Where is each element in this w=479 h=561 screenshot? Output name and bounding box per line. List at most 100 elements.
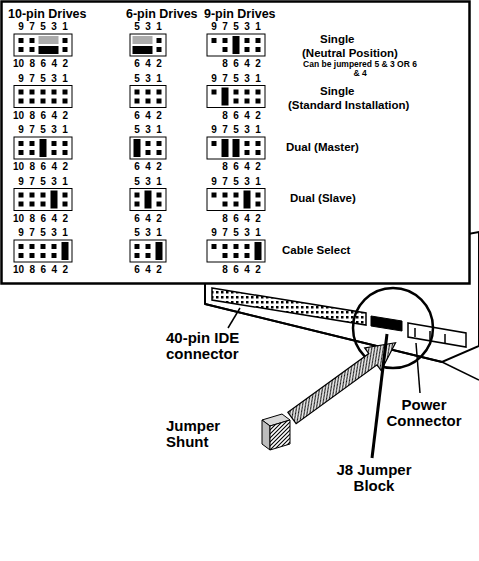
pin bbox=[30, 141, 35, 146]
pin bbox=[135, 90, 140, 95]
pin bbox=[223, 244, 228, 249]
jumper-block bbox=[371, 316, 402, 331]
row-label: Cable Select bbox=[282, 244, 350, 257]
pin bbox=[52, 141, 57, 146]
pin bbox=[256, 47, 261, 52]
pin-numbers: 5 3 1 bbox=[134, 125, 162, 135]
block-outline bbox=[207, 189, 265, 211]
block-outline bbox=[207, 240, 265, 262]
jumper bbox=[40, 139, 47, 157]
jumper bbox=[222, 88, 229, 106]
pin bbox=[223, 38, 228, 43]
pin bbox=[245, 90, 250, 95]
pin bbox=[157, 202, 162, 207]
note-text: Can be jumpered 5 & 3 OR 6 & 4 bbox=[300, 60, 420, 79]
column-heading: 9-pin Drives bbox=[204, 8, 276, 22]
pin bbox=[63, 141, 68, 146]
pin bbox=[256, 38, 261, 43]
pin bbox=[245, 244, 250, 249]
block-outline bbox=[14, 240, 72, 262]
pin-numbers: 8 6 4 2 bbox=[222, 111, 261, 121]
pin bbox=[256, 202, 261, 207]
row-label: Single bbox=[320, 85, 355, 98]
jumper bbox=[145, 191, 152, 209]
pin bbox=[52, 90, 57, 95]
callout-label: Jumper Shunt bbox=[166, 418, 246, 450]
pin-numbers: 9 7 5 3 1 bbox=[18, 228, 68, 238]
pin bbox=[234, 193, 239, 198]
pin bbox=[30, 47, 35, 52]
pin bbox=[146, 99, 151, 104]
pin-numbers: 8 6 4 2 bbox=[222, 214, 261, 224]
pin bbox=[234, 99, 239, 104]
pin bbox=[52, 150, 57, 155]
jumper-block bbox=[14, 34, 72, 56]
jumper bbox=[255, 242, 262, 260]
pin-numbers: 8 6 4 2 bbox=[222, 59, 261, 69]
pin bbox=[63, 47, 68, 52]
pin bbox=[52, 99, 57, 104]
pin bbox=[135, 244, 140, 249]
pin bbox=[63, 90, 68, 95]
pin-numbers: 9 7 5 3 1 bbox=[211, 74, 261, 84]
pin bbox=[223, 193, 228, 198]
row-label: Single bbox=[320, 33, 355, 46]
pin-numbers: 8 6 4 2 bbox=[222, 265, 261, 275]
pin bbox=[30, 244, 35, 249]
power-pin bbox=[444, 334, 446, 343]
pin bbox=[19, 141, 24, 146]
pin bbox=[157, 150, 162, 155]
pin bbox=[135, 202, 140, 207]
block-outline bbox=[130, 189, 166, 211]
pin bbox=[146, 244, 151, 249]
pin bbox=[223, 253, 228, 258]
block-outline bbox=[207, 34, 265, 56]
pin bbox=[135, 193, 140, 198]
block-outline bbox=[14, 189, 72, 211]
pin-numbers: 9 7 5 3 1 bbox=[211, 177, 261, 187]
pin-numbers: 5 3 1 bbox=[134, 74, 162, 84]
pin bbox=[157, 47, 162, 52]
jumper bbox=[51, 191, 58, 209]
block-outline bbox=[130, 34, 166, 56]
pin bbox=[63, 38, 68, 43]
block-outline bbox=[14, 34, 72, 56]
pin bbox=[212, 193, 217, 198]
pin bbox=[30, 193, 35, 198]
jumper-block bbox=[207, 240, 265, 262]
power-pin bbox=[414, 328, 416, 337]
pin bbox=[30, 202, 35, 207]
jumper bbox=[156, 242, 163, 260]
pin bbox=[19, 193, 24, 198]
pin-numbers: 5 3 1 bbox=[134, 228, 162, 238]
jumper-table bbox=[2, 2, 470, 284]
row-label: (Standard Installation) bbox=[288, 99, 409, 112]
jumper-block bbox=[14, 137, 72, 159]
pin bbox=[223, 47, 228, 52]
column-heading: 10-pin Drives bbox=[8, 8, 87, 22]
pin bbox=[157, 90, 162, 95]
pin bbox=[30, 253, 35, 258]
pin bbox=[41, 202, 46, 207]
pin-numbers: 5 3 1 bbox=[134, 177, 162, 187]
jumper bbox=[39, 46, 59, 54]
pin bbox=[212, 90, 217, 95]
pin bbox=[256, 141, 261, 146]
pin bbox=[245, 141, 250, 146]
pin-numbers: 6 4 2 bbox=[134, 111, 162, 121]
pin bbox=[146, 90, 151, 95]
pin bbox=[19, 150, 24, 155]
jumper-block bbox=[207, 34, 265, 56]
row-label: (Neutral Position) bbox=[302, 47, 398, 60]
pin-numbers: 6 4 2 bbox=[134, 265, 162, 275]
block-outline bbox=[130, 86, 166, 108]
pin bbox=[19, 47, 24, 52]
pin bbox=[146, 150, 151, 155]
pin bbox=[52, 244, 57, 249]
pin bbox=[234, 202, 239, 207]
pin bbox=[256, 150, 261, 155]
pin-numbers: 6 4 2 bbox=[134, 162, 162, 172]
callout-label: J8 Jumper Block bbox=[322, 462, 426, 494]
pin bbox=[63, 193, 68, 198]
pin bbox=[234, 253, 239, 258]
